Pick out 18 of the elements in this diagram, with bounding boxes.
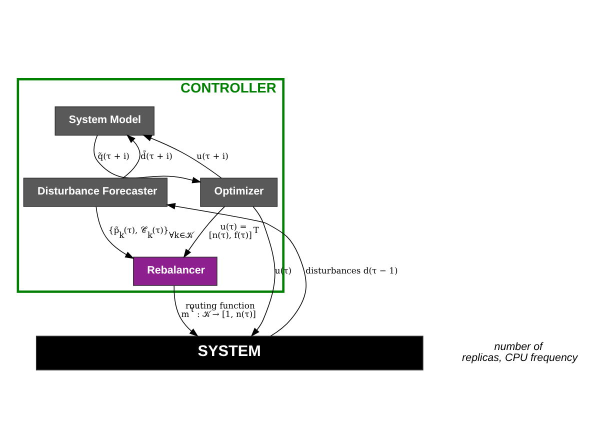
arrow (183, 206, 226, 258)
edge-label: disturbances d(τ − 1) (306, 266, 398, 276)
arrow (96, 206, 134, 259)
node-box: Optimizer (200, 178, 278, 207)
label: number of replicas, CPU frequency (462, 341, 578, 364)
arrow (166, 202, 306, 336)
edge-label: d̃(τ + i) (140, 150, 172, 161)
edge-label: u(τ + i) (196, 150, 228, 161)
edge-label: q̃(τ + i) (98, 150, 130, 161)
node-box: Rebalancer (133, 256, 218, 286)
arrow (174, 285, 198, 337)
arrow (94, 134, 202, 184)
node-box: System Model (54, 106, 154, 136)
arrow (122, 134, 140, 179)
arrow (142, 134, 222, 178)
node-box: Disturbance Forecaster (23, 178, 168, 207)
node-box: SYSTEM (36, 336, 424, 370)
arrow (250, 206, 276, 337)
